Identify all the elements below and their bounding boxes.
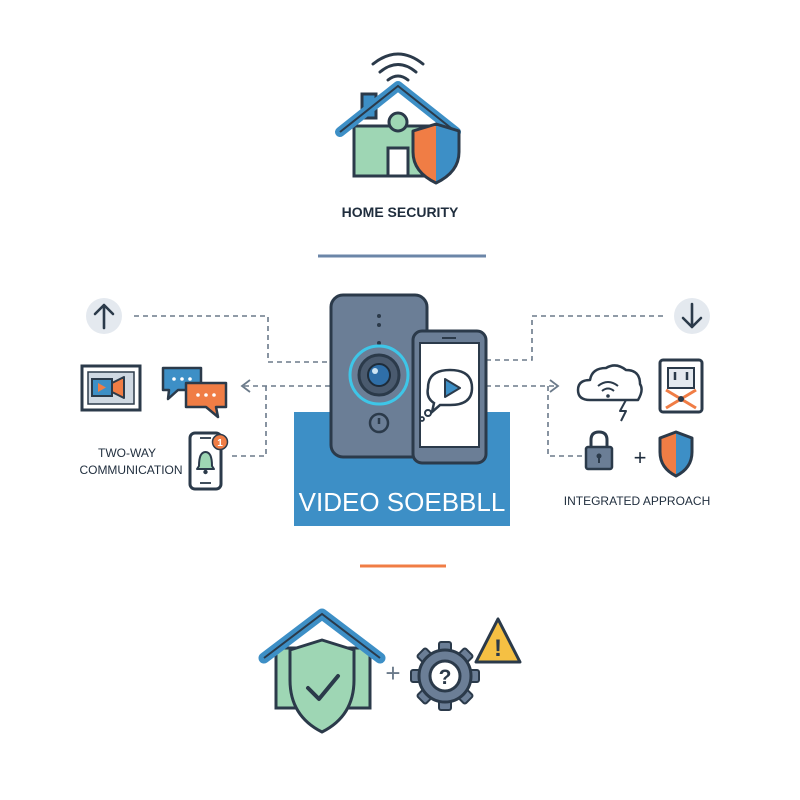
shield-icon bbox=[411, 122, 461, 185]
smartphone-play-icon bbox=[411, 329, 488, 465]
notification-badge: 1 bbox=[217, 438, 223, 449]
phone-notification-icon: 1 bbox=[188, 431, 229, 491]
integrated-approach-caption: INTEGRATED APPROACH bbox=[564, 494, 710, 508]
warning-icon: ! bbox=[474, 617, 522, 664]
chat-bubbles-icon bbox=[161, 366, 228, 419]
shield-icon bbox=[658, 430, 694, 478]
doorbell-camera-icon bbox=[329, 293, 429, 459]
two-way-caption-line2: COMMUNICATION bbox=[79, 463, 182, 477]
cloud-wifi-icon bbox=[576, 364, 643, 422]
shield-check-icon bbox=[258, 608, 386, 734]
video-camera-icon bbox=[80, 364, 142, 412]
padlock-icon bbox=[584, 430, 614, 471]
bottom-plus-sign: + bbox=[385, 658, 400, 688]
arrow-up-icon bbox=[86, 298, 122, 334]
video-doorbell-title: VIDEO SOEBBLL bbox=[299, 487, 506, 517]
arrow-down-icon bbox=[674, 298, 710, 334]
two-way-caption-line1: TWO-WAY bbox=[98, 446, 156, 460]
warning-mark: ! bbox=[494, 635, 502, 662]
question-mark: ? bbox=[439, 666, 452, 689]
home-security-title: HOME SECURITY bbox=[342, 204, 459, 220]
outlet-icon bbox=[658, 358, 704, 414]
gear-question-icon: ? bbox=[410, 641, 480, 711]
wifi-icon bbox=[371, 52, 425, 82]
right-plus-sign: + bbox=[634, 445, 647, 470]
